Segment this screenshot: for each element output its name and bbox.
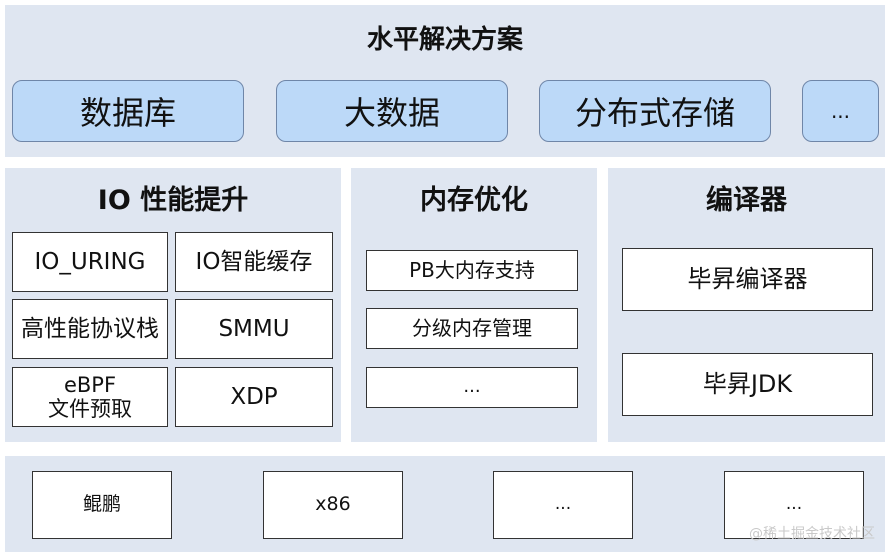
horizontal-solutions-panel: 水平解决方案 数据库 大数据 分布式存储 ... — [5, 5, 885, 157]
ebpf-file-prefetch-box: eBPF 文件预取 — [12, 367, 168, 427]
tiered-memory-box: 分级内存管理 — [366, 308, 578, 349]
bisheng-jdk-box: 毕昇JDK — [622, 353, 873, 416]
kunpeng-box: 鲲鹏 — [32, 471, 172, 539]
database-box: 数据库 — [12, 80, 244, 142]
distributed-storage-box: 分布式存储 — [539, 80, 771, 142]
smmu-box: SMMU — [175, 299, 333, 359]
more-platform-box-2: ... — [724, 471, 864, 539]
compiler-title: 编译器 — [706, 185, 787, 216]
hardware-platform-panel: 鲲鹏 x86 ... ... — [5, 456, 885, 552]
bisheng-compiler-box: 毕昇编译器 — [622, 248, 873, 311]
pb-large-memory-box: PB大内存支持 — [366, 250, 578, 291]
xdp-box: XDP — [175, 367, 333, 427]
io-uring-box: IO_URING — [12, 232, 168, 292]
more-memory-box: ... — [366, 367, 578, 408]
memory-optimization-title: 内存优化 — [420, 185, 528, 216]
high-perf-protocol-stack-box: 高性能协议栈 — [12, 299, 168, 359]
horizontal-solutions-title: 水平解决方案 — [366, 25, 523, 55]
x86-box: x86 — [263, 471, 403, 539]
more-solutions-box: ... — [802, 80, 879, 142]
memory-optimization-panel: 内存优化 PB大内存支持 分级内存管理 ... — [351, 168, 597, 442]
io-performance-panel: IO 性能提升 IO_URING IO智能缓存 高性能协议栈 SMMU eBPF… — [5, 168, 341, 442]
more-platform-box: ... — [493, 471, 633, 539]
compiler-panel: 编译器 毕昇编译器 毕昇JDK — [608, 168, 885, 442]
big-data-box: 大数据 — [276, 80, 508, 142]
io-performance-title: IO 性能提升 — [97, 185, 249, 216]
io-smart-cache-box: IO智能缓存 — [175, 232, 333, 292]
watermark: @稀土掘金技术社区 — [749, 526, 875, 542]
